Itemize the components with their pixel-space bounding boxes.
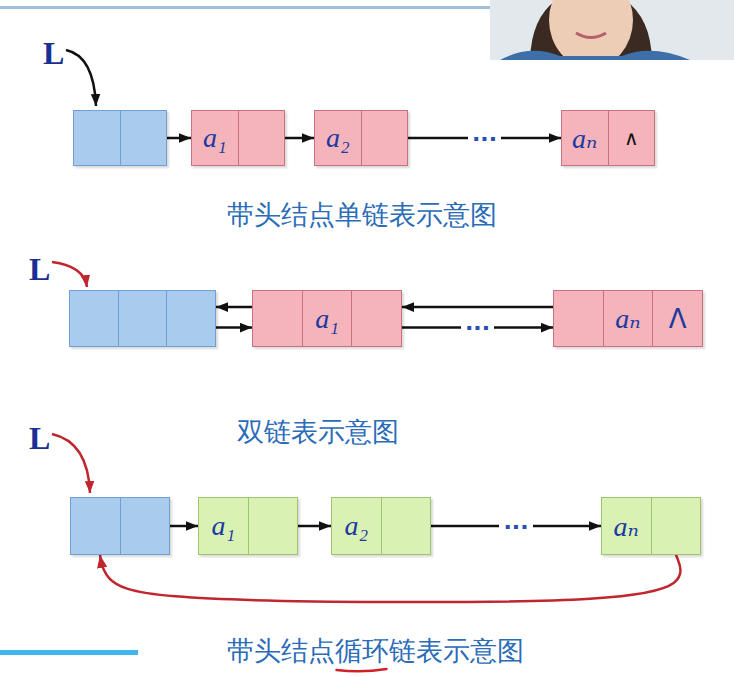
pointer-arrow bbox=[402, 306, 553, 309]
node-field: aₙ bbox=[603, 291, 653, 346]
pointer-name: L bbox=[29, 251, 50, 288]
figure-caption: 双链表示意图 bbox=[237, 414, 399, 450]
node-value: aₙ bbox=[615, 302, 640, 335]
node-field bbox=[381, 498, 431, 554]
node-field bbox=[118, 291, 167, 346]
head-node: L bbox=[70, 497, 170, 555]
list-node: aₙ ∧ bbox=[561, 110, 655, 166]
node-field: a₁ bbox=[192, 111, 238, 165]
node-value: a₁ bbox=[315, 303, 339, 335]
node-field bbox=[74, 111, 120, 165]
node-field bbox=[71, 498, 120, 554]
node-value: a₁ bbox=[211, 510, 235, 542]
node-field: a₁ bbox=[302, 291, 352, 346]
pointer-arrow bbox=[285, 137, 314, 140]
node-field: Λ bbox=[652, 291, 702, 346]
head-node: L bbox=[73, 110, 167, 166]
node-field bbox=[361, 111, 408, 165]
head-node: L bbox=[69, 290, 216, 347]
node-field: a₂ bbox=[315, 111, 361, 165]
top-rule bbox=[0, 6, 490, 9]
node-value: ∧ bbox=[624, 126, 639, 150]
pointer-name: L bbox=[43, 35, 64, 72]
emphasis-underline bbox=[337, 669, 387, 671]
node-value: aₙ bbox=[614, 510, 639, 543]
node-field bbox=[554, 291, 603, 346]
node-field bbox=[120, 111, 167, 165]
list-node: aₙ bbox=[601, 497, 701, 555]
node-value: a₂ bbox=[326, 122, 350, 154]
list-node: a₁ bbox=[198, 497, 298, 555]
list-node: a₂ bbox=[331, 497, 431, 555]
node-value: a₁ bbox=[203, 122, 227, 154]
pointer-arrow bbox=[216, 306, 252, 309]
figure-caption: 带头结点单链表示意图 bbox=[227, 197, 497, 233]
node-field bbox=[238, 111, 285, 165]
pointer-arrow bbox=[170, 525, 198, 528]
progress-bar bbox=[0, 650, 138, 655]
node-field bbox=[253, 291, 302, 346]
node-field bbox=[248, 498, 298, 554]
webcam-inset bbox=[490, 0, 734, 60]
list-node: a₂ bbox=[314, 110, 408, 166]
circular-pointer bbox=[100, 555, 681, 602]
head-pointer-arrow bbox=[66, 50, 96, 106]
node-value: Λ bbox=[669, 304, 687, 334]
node-field: ∧ bbox=[608, 111, 655, 165]
list-node: aₙ Λ bbox=[553, 290, 703, 347]
node-field: a₁ bbox=[199, 498, 248, 554]
node-field: a₂ bbox=[332, 498, 381, 554]
node-field bbox=[651, 498, 701, 554]
ellipsis-label: ··· bbox=[468, 126, 501, 151]
pointer-arrow bbox=[167, 137, 191, 140]
node-field bbox=[120, 498, 170, 554]
ellipsis-label: ··· bbox=[499, 514, 532, 539]
ellipsis-label: ··· bbox=[461, 315, 494, 340]
pointer-arrow bbox=[298, 525, 331, 528]
node-field bbox=[166, 291, 215, 346]
head-pointer-arrow bbox=[52, 434, 90, 493]
node-field: aₙ bbox=[562, 111, 608, 165]
pointer-name: L bbox=[29, 420, 50, 457]
list-node: a₁ bbox=[191, 110, 285, 166]
node-value: aₙ bbox=[572, 122, 597, 155]
pointer-arrow bbox=[216, 326, 252, 329]
head-pointer-arrow bbox=[52, 262, 87, 287]
node-field bbox=[351, 291, 401, 346]
node-field bbox=[70, 291, 118, 346]
list-node: a₁ bbox=[252, 290, 402, 347]
node-field: aₙ bbox=[602, 498, 651, 554]
figure-caption: 带头结点循环链表示意图 bbox=[227, 633, 524, 669]
node-value: a₂ bbox=[344, 510, 368, 542]
